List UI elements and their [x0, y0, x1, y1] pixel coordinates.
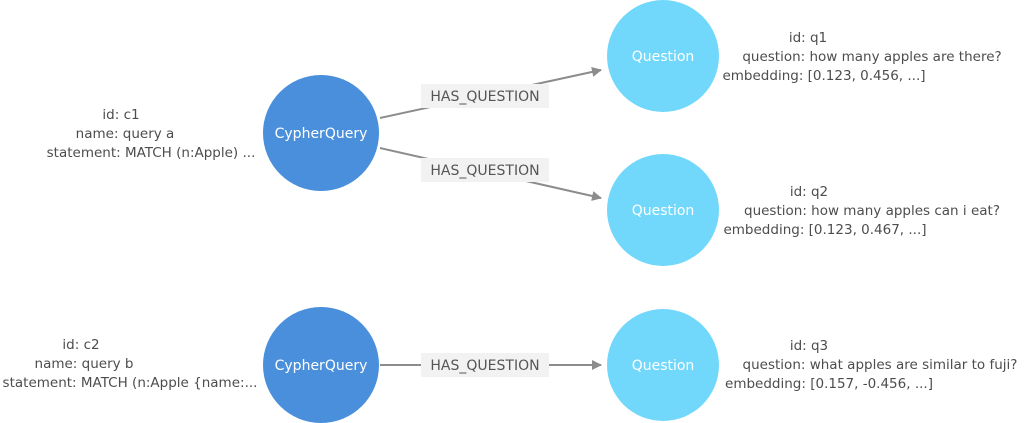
edge-label-background	[421, 84, 549, 108]
property-name: name: query a	[76, 126, 175, 142]
edge-label: HAS_QUESTION	[430, 358, 539, 374]
node-label: Question	[632, 358, 695, 374]
property-id: id: c2	[62, 337, 99, 353]
node-c2[interactable]: CypherQuery	[263, 307, 379, 423]
node-q1[interactable]: Question	[607, 0, 719, 112]
property-statement: statement: MATCH (n:Apple) ...	[47, 145, 256, 161]
property-id: id: q3	[790, 338, 828, 354]
property-name: name: query b	[35, 356, 134, 372]
edge-c2-q3[interactable]: HAS_QUESTION	[380, 353, 602, 377]
properties-q2: id: q2 question: how many apples can i e…	[723, 184, 1000, 238]
cypher-query-node-circle	[263, 307, 379, 423]
node-label: CypherQuery	[275, 358, 368, 374]
property-embedding: embedding: [0.157, -0.456, ...]	[725, 376, 933, 392]
property-question: question: what apples are similar to fuj…	[743, 357, 1018, 373]
question-node-circle	[607, 154, 719, 266]
properties-q3: id: q3 question: what apples are similar…	[725, 338, 1017, 392]
property-id: id: q2	[790, 184, 828, 200]
node-label: Question	[632, 49, 695, 65]
property-id: id: q1	[789, 30, 827, 46]
node-q2[interactable]: Question	[607, 154, 719, 266]
edge-c1-q2[interactable]: HAS_QUESTION	[379, 147, 602, 201]
properties-c2: id: c2 name: query b statement: MATCH (n…	[3, 337, 258, 391]
property-question: question: how many apples are there?	[742, 49, 1001, 65]
properties-q1: id: q1 question: how many apples are the…	[722, 30, 1001, 84]
properties-c1: id: c1 name: query a statement: MATCH (n…	[47, 107, 256, 161]
property-id: id: c1	[102, 107, 139, 123]
edge-label: HAS_QUESTION	[430, 89, 539, 105]
edge-label-background	[421, 158, 549, 182]
node-label: CypherQuery	[275, 126, 368, 142]
property-statement: statement: MATCH (n:Apple {name:...	[3, 375, 258, 391]
property-question: question: how many apples can i eat?	[744, 203, 1000, 219]
property-embedding: embedding: [0.123, 0.467, ...]	[723, 222, 926, 238]
cypher-query-node-circle	[263, 75, 379, 191]
edge-label: HAS_QUESTION	[430, 163, 539, 179]
node-c1[interactable]: CypherQuery	[263, 75, 379, 191]
edge-label-background	[421, 353, 549, 377]
edge-c1-q1[interactable]: HAS_QUESTION	[379, 67, 602, 119]
property-embedding: embedding: [0.123, 0.456, ...]	[722, 68, 925, 84]
node-label: Question	[632, 203, 695, 219]
question-node-circle	[607, 309, 719, 421]
node-q3[interactable]: Question	[607, 309, 719, 421]
question-node-circle	[607, 0, 719, 112]
